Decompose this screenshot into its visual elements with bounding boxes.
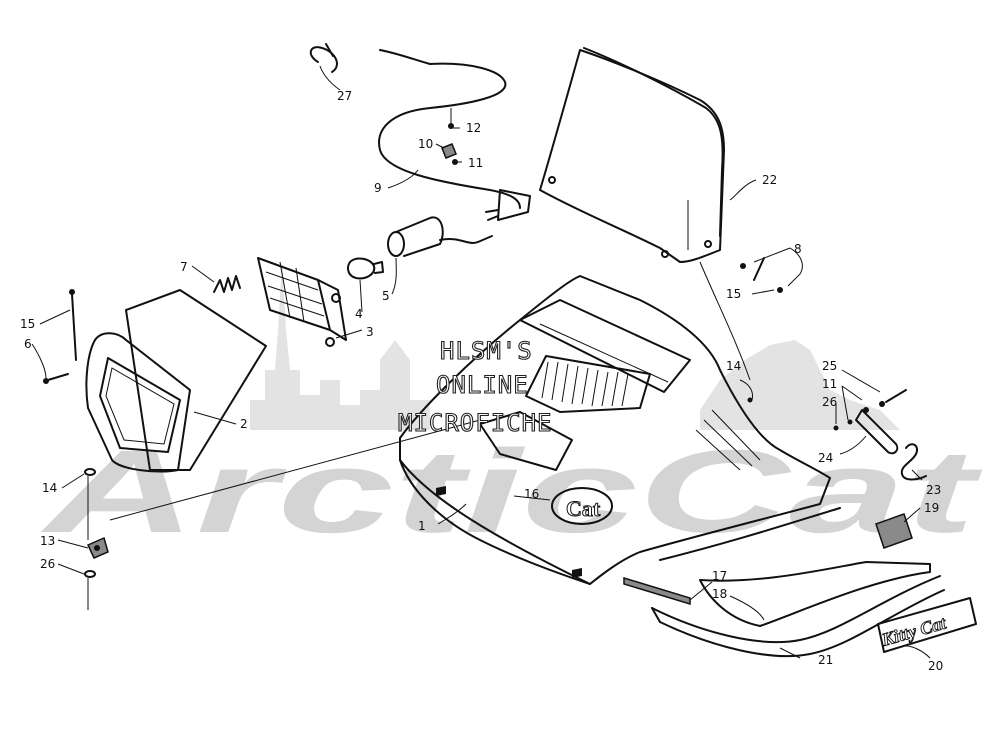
callout-11-upper: 11 xyxy=(468,156,483,170)
part-13-clamp xyxy=(86,536,109,559)
part-9-wiring-harness xyxy=(378,49,531,221)
callout-15-right: 15 xyxy=(726,287,741,301)
callout-24: 24 xyxy=(818,451,833,465)
callout-12: 12 xyxy=(466,121,481,135)
callout-19: 19 xyxy=(924,501,939,515)
part-3-headlight xyxy=(257,257,347,347)
callout-14-left: 14 xyxy=(42,481,57,495)
part-14-washer-right xyxy=(739,379,753,403)
callout-7: 7 xyxy=(180,260,188,274)
callout-8: 8 xyxy=(794,242,802,256)
callout-20: 20 xyxy=(928,659,943,673)
callout-14-right: 14 xyxy=(726,359,741,373)
part-22-windshield xyxy=(539,47,725,263)
callout-27: 27 xyxy=(337,89,352,103)
callout-2: 2 xyxy=(240,417,248,431)
part-12-screw xyxy=(448,108,454,129)
hood-decal-text: Cat xyxy=(566,496,601,521)
part-15-screw-left xyxy=(69,289,77,361)
callout-16: 16 xyxy=(524,487,539,501)
callout-21: 21 xyxy=(818,653,833,667)
callout-1: 1 xyxy=(418,519,426,533)
part-24-bracket xyxy=(833,389,907,455)
part-21-lower-trim xyxy=(651,575,945,658)
part-1-hood: Cat xyxy=(399,275,841,585)
part-5-socket xyxy=(387,216,493,257)
callout-17: 17 xyxy=(712,569,727,583)
callout-9: 9 xyxy=(374,181,382,195)
part-10-grommet xyxy=(441,143,457,159)
part-17-trim-strip xyxy=(623,576,691,606)
callout-11-right: 11 xyxy=(822,377,837,391)
callout-26-right: 26 xyxy=(822,395,837,409)
watermark-line-3: MICROFICHE xyxy=(398,409,553,437)
watermark-logo: ArcticCat xyxy=(40,260,984,558)
part-18-side-panel xyxy=(699,561,931,627)
callout-22: 22 xyxy=(762,173,777,187)
callout-labels: 27 12 10 11 9 22 7 5 4 3 8 15 15 6 2 14 … xyxy=(20,89,943,673)
part-23-clip xyxy=(900,443,927,481)
watermark-text: HLSM'S ONLINE MICROFICHE xyxy=(397,336,553,437)
callout-26-left: 26 xyxy=(40,557,55,571)
leader-lines xyxy=(31,65,931,659)
watermark-line-1: HLSM'S xyxy=(440,337,533,365)
callout-25: 25 xyxy=(822,359,837,373)
callout-6: 6 xyxy=(24,337,32,351)
part-8-fastener xyxy=(740,257,783,293)
part-6-screw xyxy=(43,373,69,384)
callout-10: 10 xyxy=(418,137,433,151)
part-14-washer-left xyxy=(84,468,96,540)
callout-4: 4 xyxy=(355,307,363,321)
watermark-line-2: ONLINE xyxy=(436,371,529,399)
callout-3: 3 xyxy=(366,325,374,339)
part-27-clip xyxy=(309,43,338,73)
callout-5: 5 xyxy=(382,289,390,303)
callout-13: 13 xyxy=(40,534,55,548)
part-19-decal xyxy=(875,513,913,549)
part-7-spring xyxy=(213,275,241,293)
callout-18: 18 xyxy=(712,587,727,601)
watermark-logo-text: ArcticCat xyxy=(40,426,984,558)
callout-15-left: 15 xyxy=(20,317,35,331)
part-26-nut-left xyxy=(84,570,96,610)
part-4-bulb xyxy=(347,257,384,280)
part-11-screw-upper xyxy=(452,159,458,165)
part-2-headlight-housing xyxy=(85,289,267,473)
part-20-decal: Kitty Cat xyxy=(877,597,977,653)
callout-23: 23 xyxy=(926,483,941,497)
